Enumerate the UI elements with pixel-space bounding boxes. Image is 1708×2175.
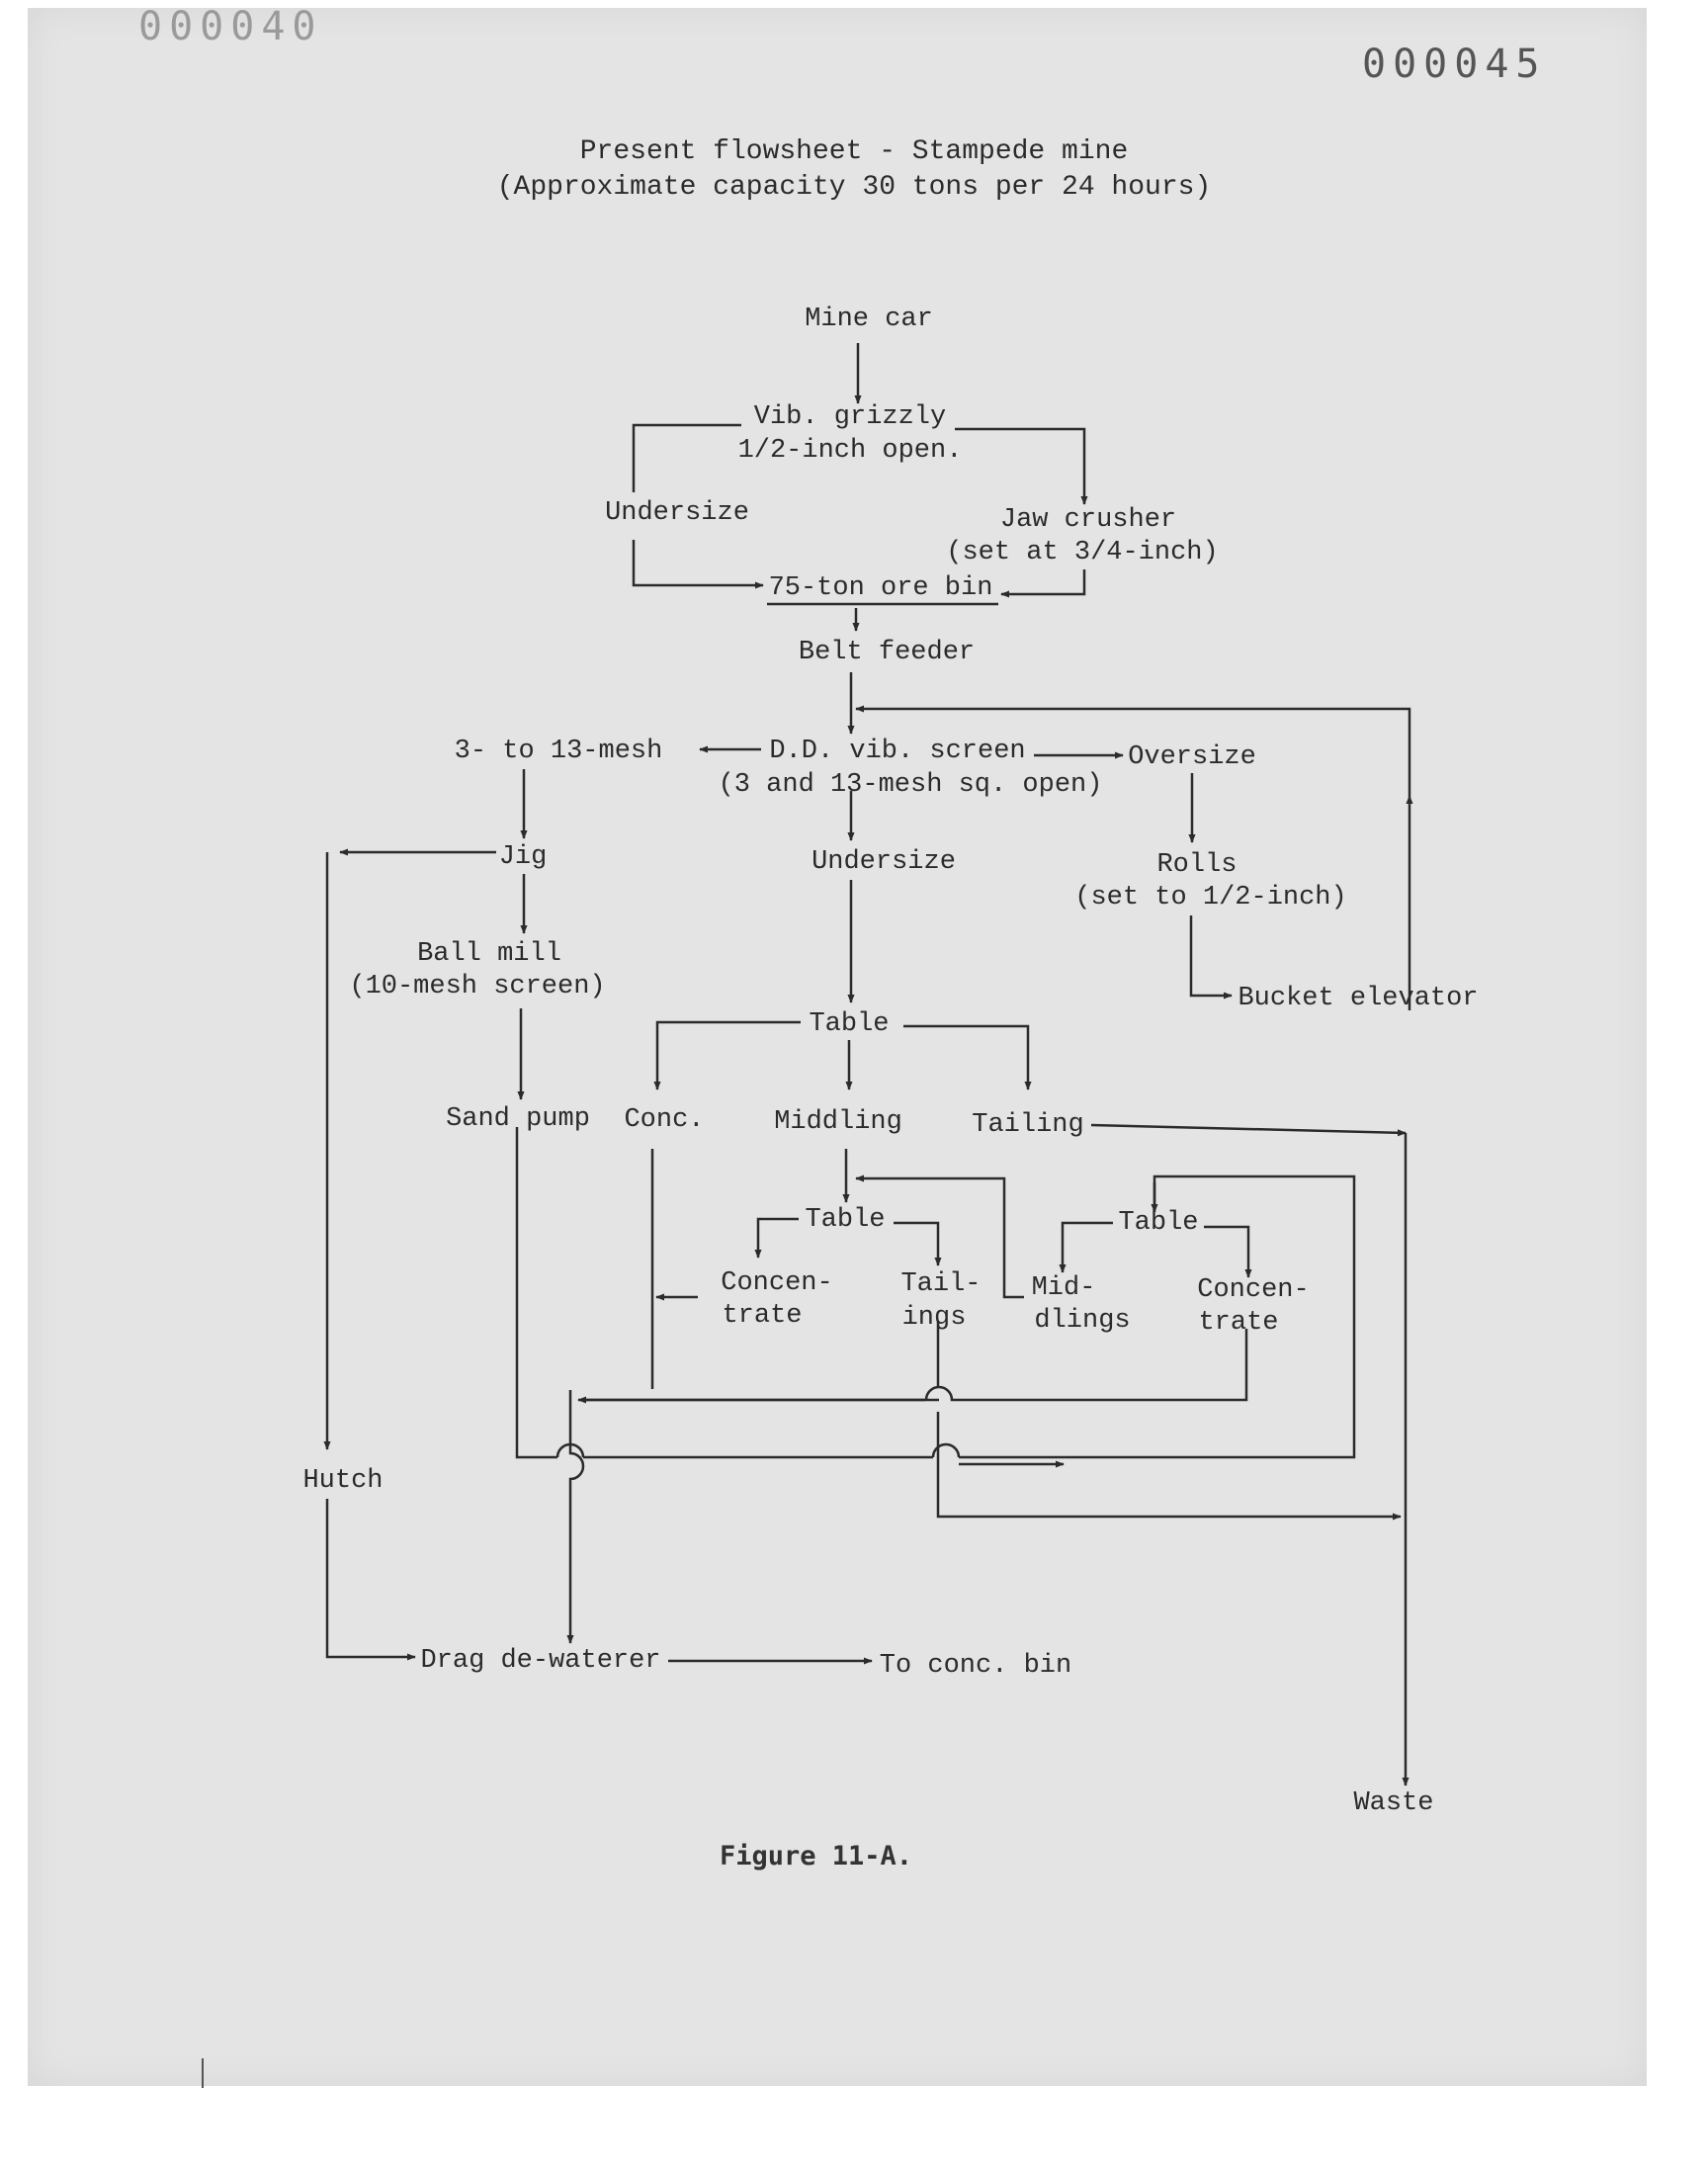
node-concentrate-left: Concen-	[721, 1268, 832, 1298]
line-sand-pump-crossover	[555, 1442, 585, 1458]
document-number: 000045	[1362, 42, 1547, 87]
arrow-hutch-to-drag-dewaterer	[325, 1499, 416, 1661]
arrow-tailings-to-waste	[936, 1412, 1402, 1521]
node-concentrate-right: Concen-	[1197, 1275, 1309, 1305]
node-belt-feeder: Belt feeder	[799, 638, 975, 667]
figure-caption: Figure 11-A.	[720, 1841, 913, 1871]
node-tailings-2: ings	[902, 1303, 967, 1333]
arrow-rolls-to-bucket-elevator	[1189, 915, 1233, 1000]
node-screen-openings: (3 and 13-mesh sq. open)	[719, 770, 1103, 800]
arrow-left-table-to-tailings	[894, 1221, 942, 1266]
node-undersize-grizzly: Undersize	[605, 498, 749, 528]
faint-document-number: 000040	[138, 4, 323, 49]
arrow-right-table-to-concentrate	[1204, 1225, 1252, 1278]
arrow-middlings-recycle	[855, 1174, 1024, 1299]
node-table-left: Table	[805, 1205, 885, 1235]
node-mine-car: Mine car	[805, 304, 933, 334]
line-grizzly-undersize	[632, 423, 741, 492]
arrow-left-table-to-concentrate	[754, 1217, 799, 1259]
node-table-main: Table	[809, 1009, 889, 1039]
node-table-right: Table	[1118, 1208, 1198, 1238]
node-waste: Waste	[1353, 1788, 1433, 1818]
node-dd-vib-screen: D.D. vib. screen	[769, 737, 1025, 766]
arrow-jaw-crusher-to-ore-bin	[1000, 569, 1086, 598]
node-ball-mill-screen: (10-mesh screen)	[349, 972, 605, 1001]
node-tailings: Tail-	[900, 1269, 981, 1299]
node-concentrate-left-2: trate	[722, 1301, 802, 1331]
node-undersize-screen: Undersize	[811, 847, 956, 877]
node-jig: Jig	[499, 842, 548, 872]
arrow-tailing-to-waste	[1090, 1123, 1407, 1137]
arrow-undersize-to-ore-bin	[632, 540, 764, 589]
node-mesh-fraction: 3- to 13-mesh	[455, 737, 663, 766]
node-ore-bin: 75-ton ore bin	[769, 573, 993, 603]
node-vib-grizzly: Vib. grizzly	[754, 402, 946, 432]
node-middlings: Mid-	[1032, 1273, 1096, 1303]
node-vib-grizzly-opening: 1/2-inch open.	[738, 436, 963, 466]
node-ball-mill: Ball mill	[417, 939, 561, 969]
node-middlings-2: dlings	[1034, 1306, 1130, 1336]
node-conc: Conc.	[624, 1105, 704, 1135]
node-oversize: Oversize	[1128, 742, 1256, 772]
arrow-table-to-conc	[653, 1020, 801, 1090]
node-drag-dewaterer: Drag de-waterer	[420, 1646, 660, 1676]
arrow-to-drag-dewaterer	[566, 1390, 585, 1644]
line-concentrate-collection	[580, 1329, 1248, 1402]
node-middling: Middling	[774, 1107, 902, 1137]
paper-sheet	[28, 8, 1647, 2086]
arrow-right-table-to-middlings	[1059, 1221, 1113, 1273]
node-bucket-elevator: Bucket elevator	[1238, 984, 1478, 1013]
flowsheet-title: Present flowsheet - Stampede mine	[579, 136, 1129, 167]
node-to-conc-bin: To conc. bin	[880, 1651, 1071, 1681]
node-jaw-crusher-setting: (set at 3/4-inch)	[946, 538, 1218, 567]
flowsheet-subtitle: (Approximate capacity 30 tons per 24 hou…	[496, 172, 1212, 203]
arrow-return-to-screen	[855, 705, 1411, 796]
node-concentrate-right-2: trate	[1198, 1308, 1278, 1338]
scan-edge-mark	[202, 2058, 204, 2088]
node-sand-pump: Sand pump	[446, 1104, 590, 1134]
node-rolls: Rolls	[1156, 850, 1237, 880]
node-rolls-setting: (set to 1/2-inch)	[1074, 883, 1346, 913]
line-sand-pump-crossover-2	[931, 1442, 961, 1458]
node-jaw-crusher: Jaw crusher	[1000, 505, 1176, 535]
node-tailing: Tailing	[972, 1110, 1083, 1140]
arrow-table-to-tailing	[903, 1024, 1032, 1090]
arrow-grizzly-to-jaw-crusher	[955, 427, 1088, 505]
node-hutch: Hutch	[302, 1466, 383, 1496]
